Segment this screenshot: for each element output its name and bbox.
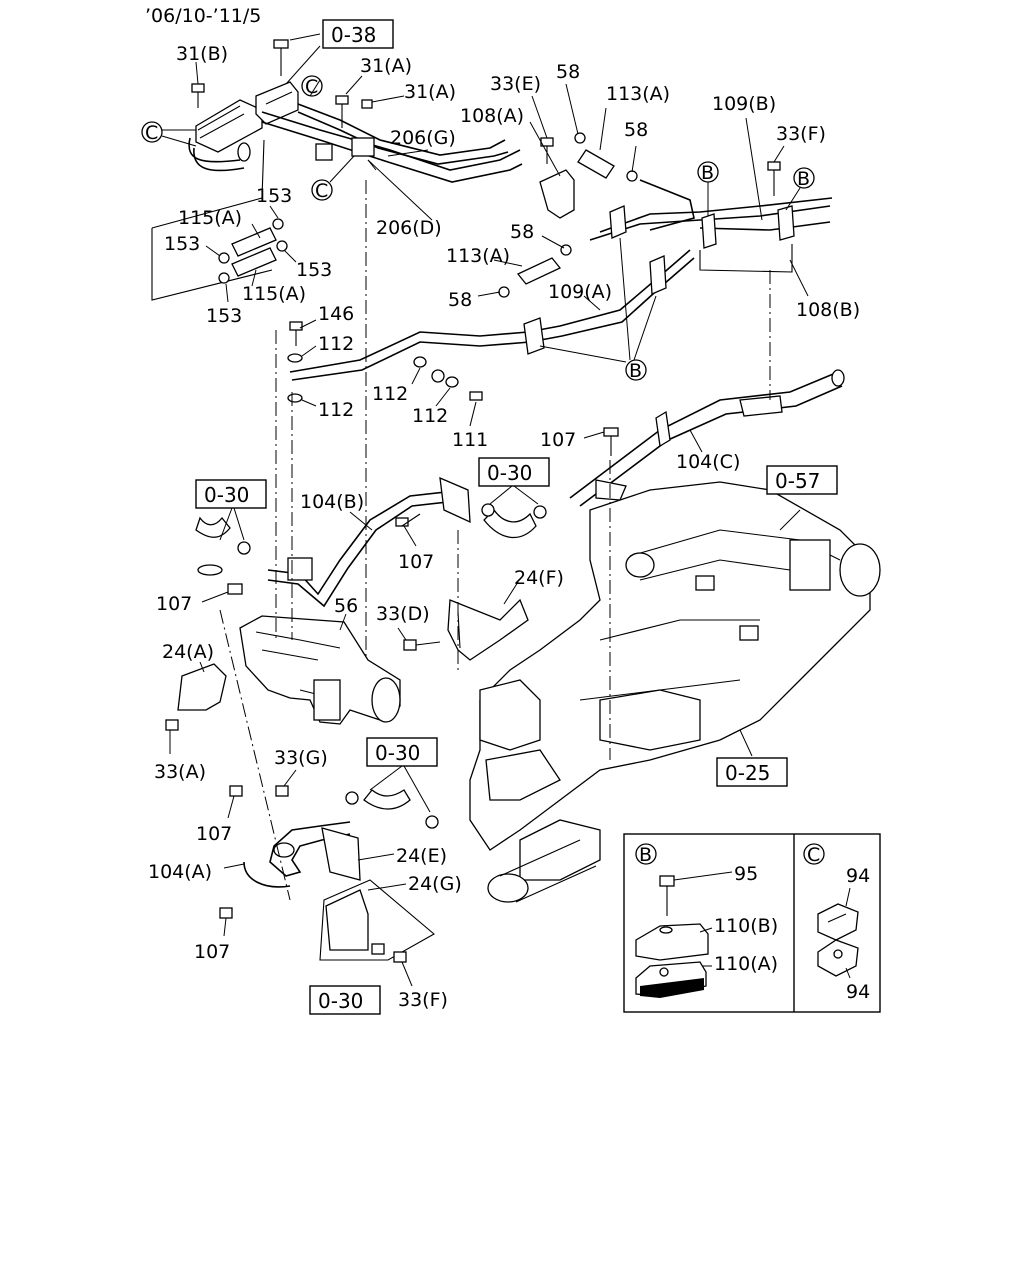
callout-110a: 110(A)	[714, 953, 778, 975]
ref-box-0-30: 0-30	[309, 985, 381, 1015]
pipe-104b	[195, 476, 547, 608]
svg-text:B: B	[797, 168, 810, 190]
callout-33f: 33(F)	[776, 123, 826, 145]
callout-109b: 109(B)	[712, 93, 776, 115]
svg-text:0-30: 0-30	[318, 989, 363, 1013]
callout-107: 107	[398, 551, 434, 573]
marker-c: C	[311, 179, 333, 202]
callout-113a: 113(A)	[446, 245, 510, 267]
callout-31a: 31(A)	[360, 55, 412, 77]
fasteners-112	[287, 321, 483, 403]
callout-112: 112	[318, 333, 354, 355]
svg-text:0-38: 0-38	[331, 23, 376, 47]
callout-107: 107	[196, 823, 232, 845]
thermostat-housing-56	[165, 615, 441, 731]
callout-33f: 33(F)	[398, 989, 448, 1011]
callout-104b: 104(B)	[300, 491, 364, 513]
callout-146: 146	[318, 303, 354, 325]
marker-b: B	[625, 359, 647, 382]
marker-c: C	[141, 121, 163, 144]
pipe-104a	[219, 785, 439, 963]
svg-text:C: C	[145, 122, 158, 144]
svg-text:0-25: 0-25	[725, 761, 770, 785]
marker-b: B	[697, 161, 719, 184]
callout-153: 153	[256, 185, 292, 207]
callout-108a: 108(A)	[460, 105, 524, 127]
callout-206d: 206(D)	[376, 217, 442, 239]
callout-58: 58	[624, 119, 648, 141]
callout-104a: 104(A)	[148, 861, 212, 883]
svg-text:B: B	[639, 844, 652, 866]
callout-112: 112	[372, 383, 408, 405]
callout-110b: 110(B)	[714, 915, 778, 937]
callout-24a: 24(A)	[162, 641, 214, 663]
callout-115a: 115(A)	[242, 283, 306, 305]
bracket-24f	[447, 598, 529, 661]
svg-text:B: B	[629, 360, 642, 382]
callout-107: 107	[194, 941, 230, 963]
callout-104c: 104(C)	[676, 451, 740, 473]
pipe-206	[261, 95, 523, 183]
leader-lines	[169, 33, 809, 987]
callout-33e: 33(E)	[490, 73, 541, 95]
circle-markers: C C C B B B	[141, 75, 815, 382]
svg-text:B: B	[701, 162, 714, 184]
callout-94: 94	[846, 981, 870, 1003]
callout-153: 153	[206, 305, 242, 327]
engine-block	[469, 481, 881, 903]
date-range: ’06/10-’11/5	[145, 5, 261, 27]
callout-labels: 31(B) 31(A) 31(A) 33(E) 58 113(A) 58 109…	[148, 43, 860, 1011]
callout-31a: 31(A)	[404, 81, 456, 103]
detail-marker-c: C	[803, 843, 825, 866]
hose-113-group	[498, 132, 695, 298]
svg-text:C: C	[807, 844, 820, 866]
callout-24f: 24(F)	[514, 567, 564, 589]
callout-58: 58	[556, 61, 580, 83]
callout-107: 107	[156, 593, 192, 615]
callout-113a: 113(A)	[606, 83, 670, 105]
callout-153: 153	[296, 259, 332, 281]
ref-box-0-30: 0-30	[478, 457, 550, 505]
callout-24g: 24(G)	[408, 873, 462, 895]
callout-111: 111	[452, 429, 488, 451]
callout-206g: 206(G)	[390, 127, 456, 149]
callout-31b: 31(B)	[176, 43, 228, 65]
callout-58: 58	[510, 221, 534, 243]
detail-marker-b: B	[635, 843, 657, 866]
callout-94: 94	[846, 865, 870, 887]
callout-33g: 33(G)	[274, 747, 328, 769]
svg-text:0-57: 0-57	[775, 469, 820, 493]
ref-box-0-57: 0-57	[766, 465, 838, 495]
callout-153: 153	[164, 233, 200, 255]
hose-115-inset	[151, 139, 288, 301]
marker-b: B	[793, 167, 815, 190]
callout-33a: 33(A)	[154, 761, 206, 783]
callout-24e: 24(E)	[396, 845, 447, 867]
ref-box-0-30: 0-30	[366, 737, 438, 813]
pipe-104c	[569, 369, 845, 507]
svg-text:C: C	[315, 180, 328, 202]
svg-text:0-30: 0-30	[375, 741, 420, 765]
callout-108b: 108(B)	[796, 299, 860, 321]
svg-text:C: C	[305, 76, 318, 98]
detail-inset: B C 95 110(B) 110(A) 94 94	[623, 833, 881, 1013]
ref-box-0-25: 0-25	[716, 757, 788, 787]
callout-112: 112	[318, 399, 354, 421]
svg-text:0-30: 0-30	[487, 461, 532, 485]
ref-box-0-38: 0-38	[322, 19, 394, 49]
callout-109a: 109(A)	[548, 281, 612, 303]
alignment-lines	[219, 180, 771, 901]
callout-56: 56	[334, 595, 358, 617]
callout-95: 95	[734, 863, 758, 885]
callout-112: 112	[412, 405, 448, 427]
pipe-109	[289, 161, 833, 381]
callout-115a: 115(A)	[178, 207, 242, 229]
marker-c: C	[301, 75, 323, 98]
callout-58: 58	[448, 289, 472, 311]
svg-text:0-30: 0-30	[204, 483, 249, 507]
callout-33d: 33(D)	[376, 603, 430, 625]
ref-box-0-30: 0-30	[195, 479, 267, 541]
callout-107: 107	[540, 429, 576, 451]
